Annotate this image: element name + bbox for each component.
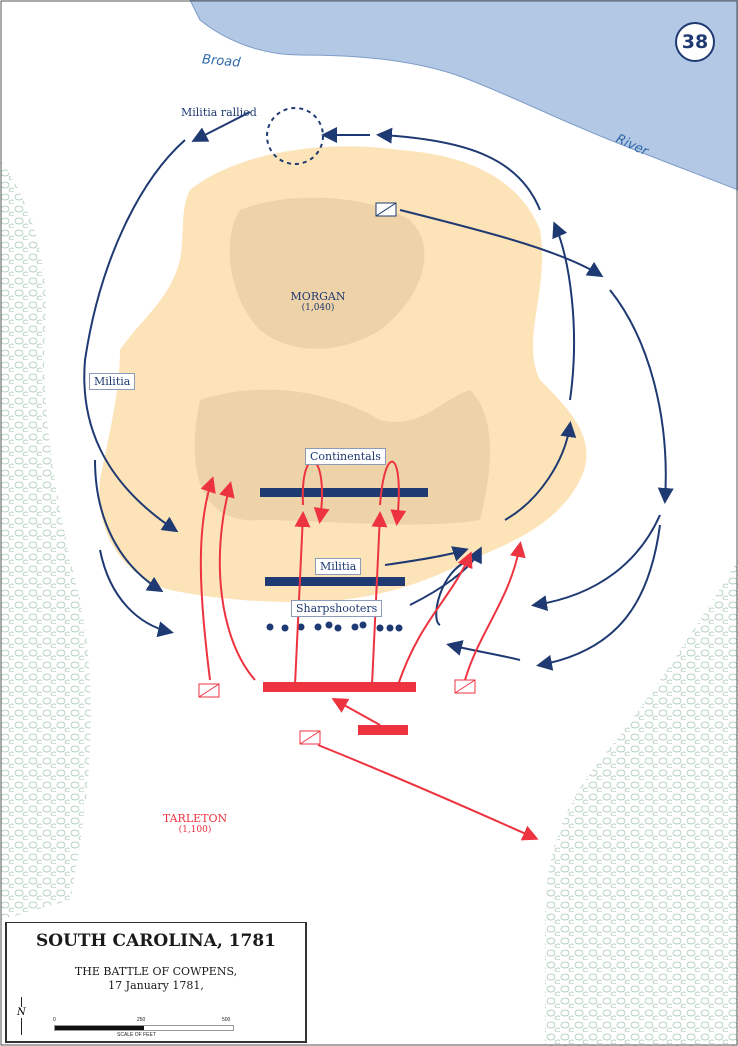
woods-right [545, 560, 738, 1046]
legend-title: SOUTH CAROLINA, 1781 [36, 931, 276, 951]
sharpshooter-dots [266, 621, 403, 632]
hill-north [229, 197, 425, 349]
scale-label: SCALE OF FEET [117, 1032, 156, 1038]
militia-rallied-label: Militia rallied [181, 106, 257, 119]
continentals-line [260, 488, 428, 497]
scale-tick-250: 250 [137, 1017, 146, 1023]
morgan-strength: (1,040) [301, 303, 335, 313]
river-label-broad: Broad [201, 52, 242, 71]
battle-name: THE BATTLE OF COWPENS, [74, 965, 238, 978]
militia-left-label: Militia [89, 373, 136, 390]
militia-route [83, 139, 186, 533]
british-main-line [263, 682, 416, 692]
map-legend: SOUTH CAROLINA, 1781 THE BATTLE OF COWPE… [5, 922, 307, 1043]
river-broad [189, 0, 738, 191]
sharpshooters-label: Sharpshooters [291, 600, 383, 617]
british-reserve [358, 725, 408, 735]
legend-subtitle: THE BATTLE OF COWPENS, 17 January 1781, [7, 965, 305, 993]
tarleton-name: TARLETON [162, 812, 228, 825]
north-label: N [17, 1007, 26, 1018]
scale-tick-500: 500 [222, 1017, 231, 1023]
tarleton-label: TARLETON (1,100) [150, 812, 240, 835]
battle-date: 17 January 1781, [108, 979, 204, 992]
militia-line [265, 577, 405, 586]
morgan-name: MORGAN [290, 290, 346, 303]
scale-tick-0: 0 [53, 1017, 56, 1023]
scale-bar [54, 1025, 234, 1031]
woods-left [0, 160, 91, 920]
map-number-badge: 38 [675, 22, 715, 62]
morgan-label: MORGAN (1,040) [288, 290, 348, 313]
militia-label: Militia [315, 558, 362, 575]
tarleton-strength: (1,100) [178, 825, 212, 835]
continentals-label: Continentals [305, 448, 386, 465]
